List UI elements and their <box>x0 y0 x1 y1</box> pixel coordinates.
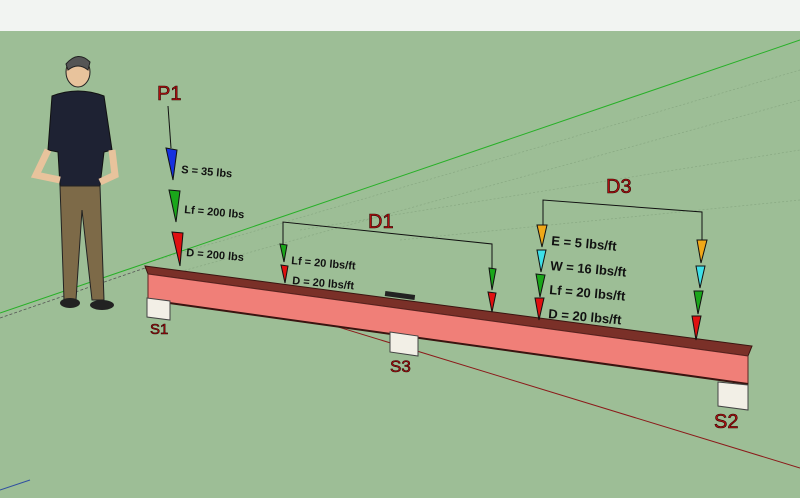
support-s2[interactable]: S2 <box>714 381 749 433</box>
earthquake-arrow-icon <box>696 239 708 264</box>
live-arrow-icon <box>535 273 546 298</box>
load-label: D = 200 lbs <box>186 247 245 264</box>
person-figure <box>30 56 119 310</box>
live-arrow-icon <box>488 267 497 291</box>
dead-arrow-icon <box>171 231 184 267</box>
load-label: Lf = 200 lbs <box>184 204 245 221</box>
point-load-p1[interactable]: P1 S = 35 lbs Lf = 200 lbs D = 200 lbs <box>157 83 245 267</box>
load-label: W = 16 lbs/ft <box>550 258 628 280</box>
blue-axis <box>0 479 31 491</box>
ground-grid <box>149 69 800 281</box>
support-label-s3: S3 <box>390 357 411 376</box>
dead-arrow-icon <box>280 264 289 284</box>
dead-arrow-icon <box>534 297 545 321</box>
live-arrow-icon <box>693 290 704 315</box>
live-arrow-icon <box>168 189 181 223</box>
load-label: Lf = 20 lbs/ft <box>549 282 627 304</box>
load-label: D = 20 lbs/ft <box>292 275 355 292</box>
sky <box>0 0 800 31</box>
beam <box>144 265 753 385</box>
load-label: D = 20 lbs/ft <box>548 306 623 327</box>
earthquake-arrow-icon <box>536 224 548 248</box>
support-s3[interactable]: S3 <box>389 331 419 376</box>
support-s1[interactable]: S1 <box>146 297 171 338</box>
dead-arrow-icon <box>487 291 497 313</box>
dist-load-d1[interactable]: D1 Lf = 20 lbs/ft D = 20 lbs/ft <box>279 211 497 313</box>
support-label-s2: S2 <box>714 411 738 433</box>
snow-arrow-icon <box>165 147 178 181</box>
wind-arrow-icon <box>695 265 706 289</box>
wind-arrow-icon <box>536 249 547 273</box>
dist-load-label: D3 <box>606 176 632 198</box>
load-label: E = 5 lbs/ft <box>551 233 618 254</box>
support-label-s1: S1 <box>150 321 168 338</box>
dist-load-label: D1 <box>368 211 394 233</box>
load-label: Lf = 20 lbs/ft <box>291 255 357 273</box>
point-load-label: P1 <box>157 83 181 105</box>
ground-plane <box>0 31 800 498</box>
green-axis <box>0 39 800 314</box>
dead-arrow-icon <box>691 315 702 341</box>
live-arrow-icon <box>279 243 288 263</box>
beam-tag <box>384 291 416 300</box>
load-label: S = 35 lbs <box>181 164 233 180</box>
dist-load-d3[interactable]: D3 E = 5 lbs/ft W = 16 lbs/ft Lf = 20 lb… <box>534 176 708 341</box>
